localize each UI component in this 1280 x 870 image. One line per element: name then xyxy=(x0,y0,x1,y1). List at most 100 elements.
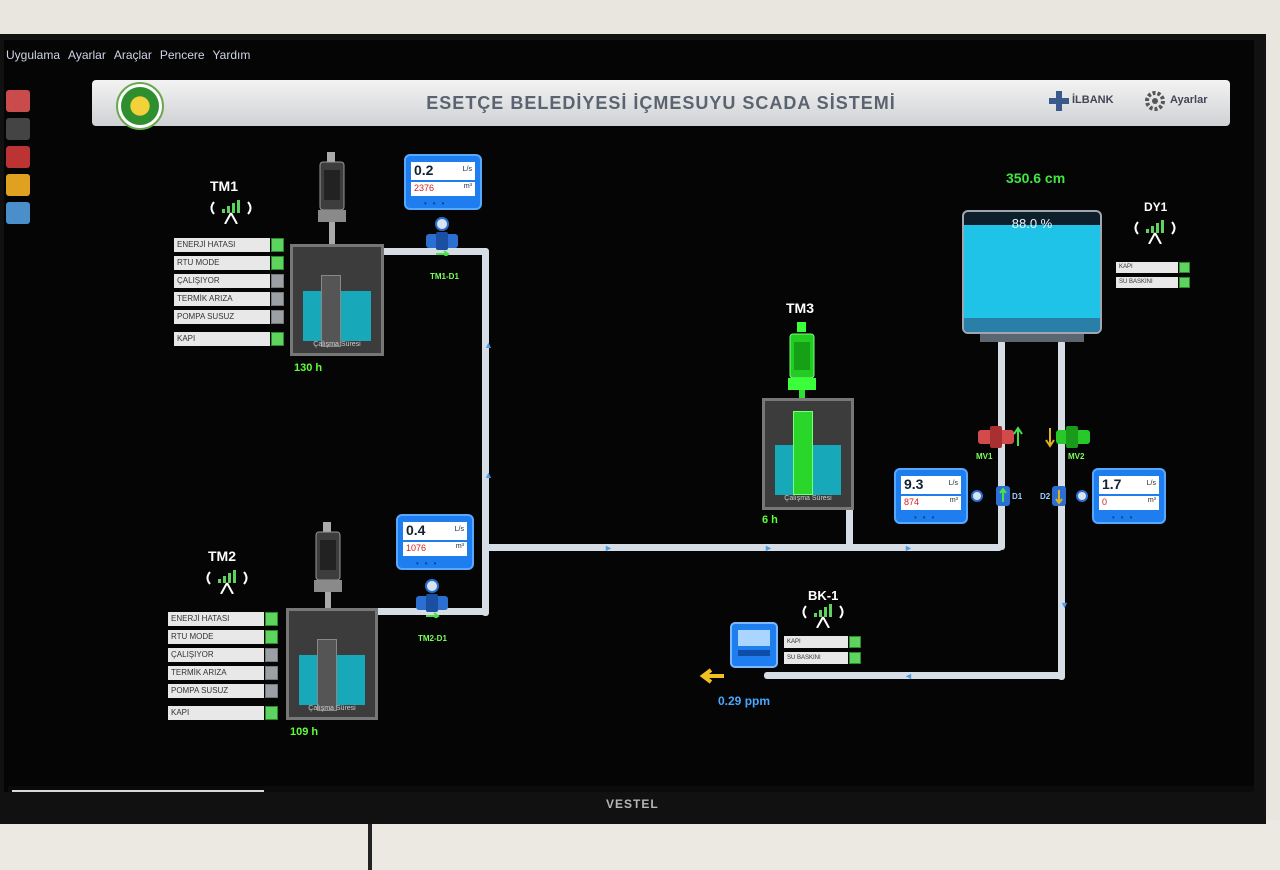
status-led xyxy=(849,636,861,648)
tm3-well-tank: Çalışma Süresi xyxy=(762,398,854,510)
menu-uygulama[interactable]: Uygulama xyxy=(6,48,61,62)
reservoir-base xyxy=(964,318,1100,332)
pipe-main-riser xyxy=(482,248,489,616)
chlorine-analyzer-icon[interactable] xyxy=(730,622,778,668)
status-led xyxy=(271,256,284,270)
tm3-run-hours: 6 h xyxy=(762,514,778,526)
mv1-valve-icon[interactable] xyxy=(976,424,1024,450)
tm1-valve-label: TM1-D1 xyxy=(430,272,459,281)
status-row: ENERJİ HATASI xyxy=(174,238,284,252)
status-label: ENERJİ HATASI xyxy=(174,238,270,252)
ilbank-logo-icon xyxy=(1049,91,1069,111)
status-led xyxy=(271,238,284,252)
status-led xyxy=(271,332,284,346)
flow-unit: L/s xyxy=(462,166,472,173)
pipe-d2-down xyxy=(1058,340,1065,680)
chlorine-ppm: 0.29 ppm xyxy=(718,694,771,708)
tm1-well-tank: Çalışma Süresi xyxy=(290,244,384,356)
tm1-pump-icon[interactable] xyxy=(314,152,350,252)
menu-yardim[interactable]: Yardım xyxy=(212,48,251,62)
flow-value: 0.2 xyxy=(414,162,434,178)
status-led xyxy=(265,648,278,662)
menu-pencere[interactable]: Pencere xyxy=(159,48,205,62)
warning-icon[interactable] xyxy=(6,174,30,196)
dy1-signal-icon xyxy=(1134,220,1176,244)
header-banner: ESETÇE BELEDİYESİ İÇMESUYU SCADA SİSTEMİ… xyxy=(92,80,1230,130)
status-led xyxy=(271,274,284,288)
status-label: KAPI xyxy=(784,636,848,648)
flow-arrow: ◄ xyxy=(904,671,913,681)
pump-shaft xyxy=(317,639,337,711)
status-label: KAPI xyxy=(168,706,264,720)
tm2-title: TM2 xyxy=(208,548,236,564)
pencil-icon[interactable] xyxy=(6,118,30,140)
menu-araclar[interactable]: Araçlar xyxy=(113,48,152,62)
tm2-pump-icon[interactable] xyxy=(310,522,346,622)
mv2-label: MV2 xyxy=(1068,452,1085,461)
status-label: SU BASKINI xyxy=(1116,277,1178,288)
flow-value: 0.4 xyxy=(406,522,426,538)
tm3-title: TM3 xyxy=(786,300,814,316)
alarm-icon[interactable] xyxy=(6,146,30,168)
bk1-title: BK-1 xyxy=(808,588,839,603)
status-led xyxy=(849,652,861,664)
municipality-logo xyxy=(116,82,164,130)
status-label: ENERJİ HATASI xyxy=(168,612,264,626)
status-label: TERMİK ARIZA xyxy=(168,666,264,680)
status-row: KAPI xyxy=(784,636,861,648)
total-unit: m³ xyxy=(1147,497,1156,504)
meter-buttons: ••• xyxy=(416,559,443,568)
dy1-reservoir[interactable]: 88.0 % xyxy=(962,210,1102,334)
page-title: ESETÇE BELEDİYESİ İÇMESUYU SCADA SİSTEMİ xyxy=(426,93,896,113)
home-icon[interactable] xyxy=(6,90,30,112)
tm2-valve-icon[interactable] xyxy=(412,578,452,618)
status-row: KAPI xyxy=(174,332,284,346)
dy1-title: DY1 xyxy=(1144,200,1168,214)
dy1-status-panel: KAPI SU BASKINI xyxy=(1116,262,1190,292)
mv1-label: MV1 xyxy=(976,452,993,461)
settings-label[interactable]: Ayarlar xyxy=(1170,94,1208,106)
outflow-arrow-icon xyxy=(699,668,724,684)
status-led xyxy=(271,292,284,306)
tank-label: Çalışma Süresi xyxy=(308,705,356,712)
flow-arrow: ▲ xyxy=(484,340,493,350)
status-label: KAPI xyxy=(1116,262,1178,273)
d1-sensor-icon[interactable] xyxy=(970,484,1020,508)
status-label: POMPA SUSUZ xyxy=(174,310,270,324)
total-unit: m³ xyxy=(455,543,464,550)
tm1-valve-icon[interactable] xyxy=(422,216,462,256)
tank-label: Çalışma Süresi xyxy=(313,341,361,348)
report-icon[interactable] xyxy=(6,202,30,224)
d2-sensor-icon[interactable] xyxy=(1048,484,1090,508)
tank-label: Çalışma Süresi xyxy=(784,495,832,502)
status-led xyxy=(265,630,278,644)
flow-value: 1.7 xyxy=(1102,476,1122,492)
status-led xyxy=(265,684,278,698)
total-value: 0 xyxy=(1102,497,1108,507)
status-row: SU BASKINI xyxy=(1116,277,1190,288)
status-row: RTU MODE xyxy=(168,630,278,644)
taskbar-search[interactable] xyxy=(12,790,264,792)
status-row: TERMİK ARIZA xyxy=(168,666,278,680)
flow-unit: L/s xyxy=(948,480,958,487)
status-label: KAPI xyxy=(174,332,270,346)
tm2-well-tank: Çalışma Süresi xyxy=(286,608,378,720)
gear-icon[interactable] xyxy=(1144,90,1166,112)
pump-shaft xyxy=(793,411,813,495)
tm3-pump-icon[interactable] xyxy=(784,320,820,420)
flow-arrow: ► xyxy=(604,543,613,553)
reservoir-level: 350.6 cm xyxy=(1006,170,1066,186)
meter-buttons: ••• xyxy=(914,513,941,522)
menu-ayarlar[interactable]: Ayarlar xyxy=(68,48,106,62)
status-row: KAPI xyxy=(168,706,278,720)
mv2-valve-icon[interactable] xyxy=(1044,424,1092,450)
pipe-main-header xyxy=(482,544,1002,551)
status-label: RTU MODE xyxy=(168,630,264,644)
pipe-tm1-out xyxy=(366,248,488,255)
tm1-run-hours: 130 h xyxy=(294,362,323,374)
left-toolbar xyxy=(4,84,34,284)
